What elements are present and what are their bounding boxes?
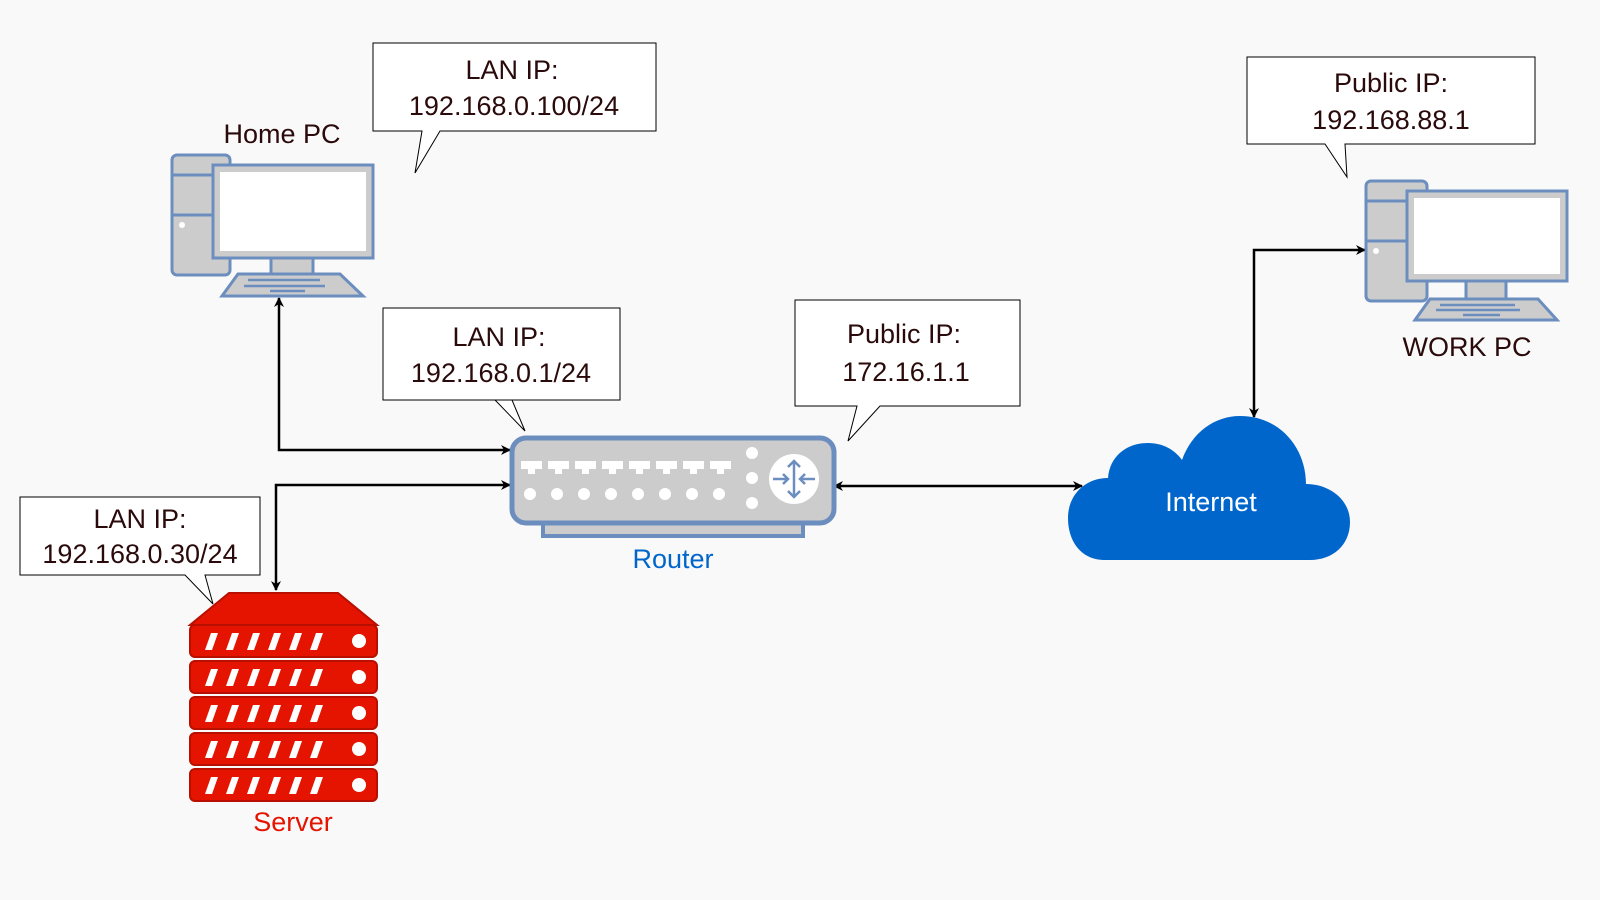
server[interactable]: Server [187, 592, 380, 837]
server-led [352, 634, 366, 648]
home-pc-label: Home PC [223, 119, 340, 149]
callout-home-pc: LAN IP: 192.168.0.100/24 [372, 42, 657, 174]
callout-work-pc: Public IP: 192.168.88.1 [1246, 56, 1536, 179]
work-pc[interactable]: WORK PC [1364, 179, 1569, 362]
server-led [352, 670, 366, 684]
server-rack-icon [187, 592, 380, 802]
callout-router-public-line1: Public IP: [847, 319, 961, 349]
server-rack-unit [189, 696, 378, 730]
callout-router-public: Public IP: 172.16.1.1 [794, 299, 1021, 442]
callout-work-pc-line1: Public IP: [1334, 68, 1448, 98]
router[interactable]: Router [509, 435, 837, 574]
connector-internet-workpc [1249, 245, 1366, 418]
callout-server-line1: LAN IP: [93, 504, 186, 534]
desktop-computer-icon [1364, 179, 1569, 322]
callout-work-pc-line2: 192.168.88.1 [1312, 105, 1470, 135]
server-rack-unit [189, 732, 378, 766]
router-arrows-glyph [773, 459, 815, 499]
server-label: Server [253, 807, 333, 837]
router-icon [509, 435, 837, 538]
cloud-icon [1068, 416, 1350, 560]
work-pc-label: WORK PC [1402, 332, 1531, 362]
router-label: Router [632, 544, 713, 574]
callout-home-pc-line2: 192.168.0.100/24 [409, 91, 619, 121]
server-led [352, 706, 366, 720]
connector-server-router [271, 480, 511, 591]
server-rack-unit [189, 660, 378, 694]
callout-router-lan-line2: 192.168.0.1/24 [411, 358, 591, 388]
desktop-computer-icon [170, 153, 375, 298]
callout-router-lan: LAN IP: 192.168.0.1/24 [382, 307, 621, 432]
callout-home-pc-line1: LAN IP: [465, 55, 558, 85]
internet[interactable]: Internet [1068, 416, 1350, 560]
callout-router-public-line2: 172.16.1.1 [842, 357, 970, 387]
home-pc[interactable]: Home PC [170, 119, 375, 298]
connector-homepc-router [274, 297, 511, 455]
server-rack-unit [189, 624, 378, 658]
callout-server-line2: 192.168.0.30/24 [42, 539, 237, 569]
server-led [352, 742, 366, 756]
server-led [352, 778, 366, 792]
server-rack-unit [189, 768, 378, 802]
callout-server: LAN IP: 192.168.0.30/24 [19, 496, 261, 605]
callout-router-lan-line1: LAN IP: [452, 322, 545, 352]
internet-label: Internet [1165, 487, 1257, 517]
